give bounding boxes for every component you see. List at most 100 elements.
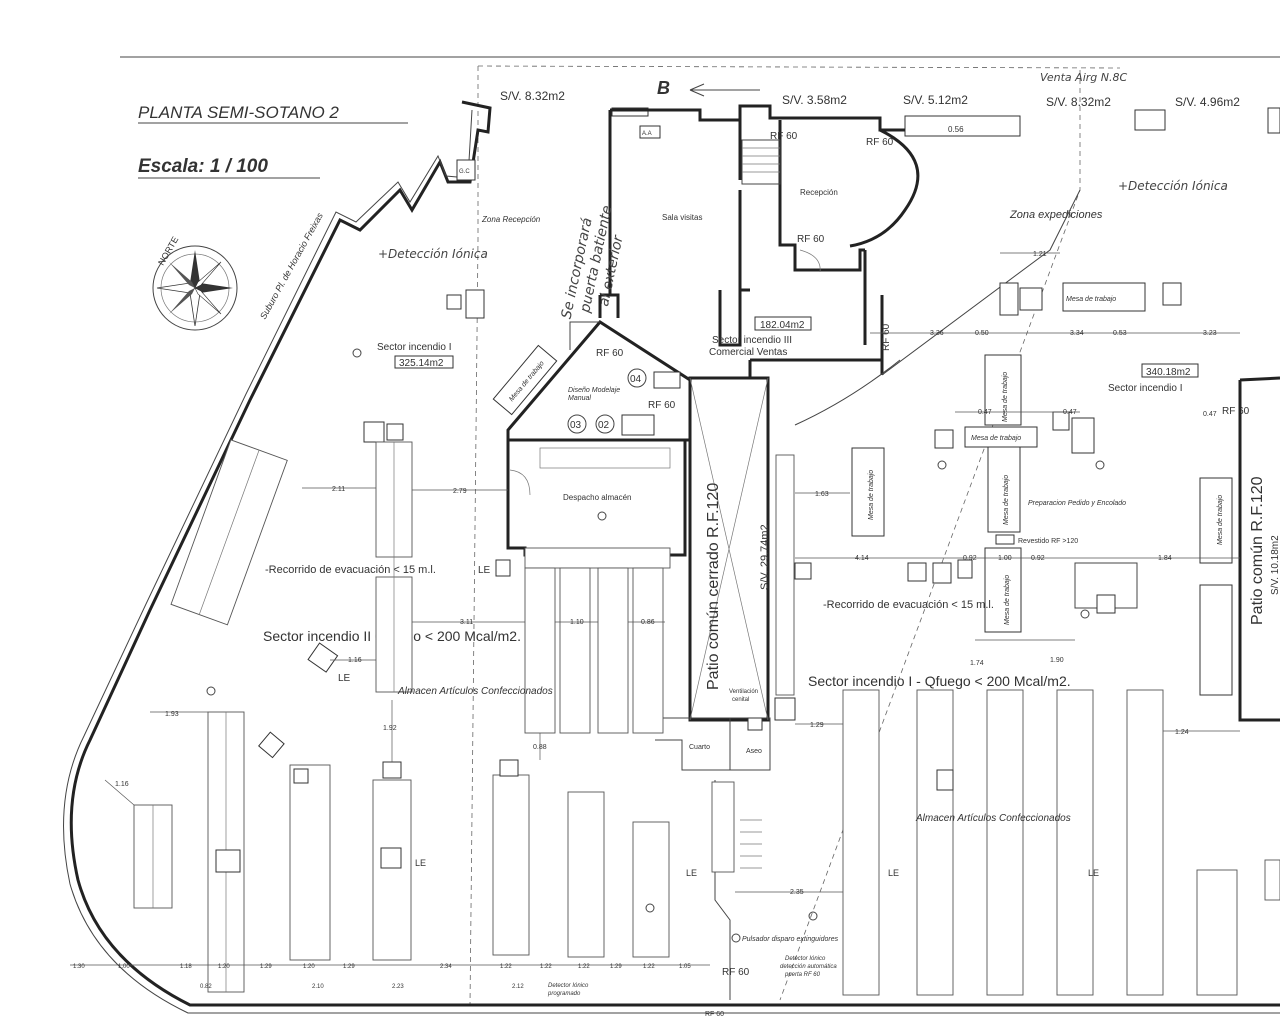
area-label: 182.04m2 xyxy=(760,320,805,331)
zone-expediciones-label: Zona expediciones xyxy=(1009,209,1103,221)
dimension-label: 0.82 xyxy=(200,984,212,990)
wall-sector-iii-right xyxy=(863,250,884,360)
dimension-label: 1.63 xyxy=(815,491,829,498)
rack-column xyxy=(289,764,331,961)
dimension-label: 0.56 xyxy=(948,125,964,134)
room-number-circle xyxy=(595,414,615,434)
rack-column xyxy=(559,567,591,734)
rack-column xyxy=(492,774,530,956)
evacuation-route-label: -Recorrido de evacuación < 15 m.l. xyxy=(265,564,436,576)
aseo-fixture xyxy=(774,697,796,721)
chair-icon xyxy=(386,423,404,441)
sector-label: Sector incendio I xyxy=(1108,383,1183,394)
rf-label: RF 60 xyxy=(596,348,624,359)
aa-unit xyxy=(639,125,661,139)
detector-label: puerta RF 60 xyxy=(784,972,821,978)
le-label: LE xyxy=(686,868,697,878)
dimension-label: 2.12 xyxy=(512,984,524,990)
boundary-left-dashed xyxy=(469,66,479,1006)
aseo-label: Aseo xyxy=(746,748,762,755)
patio-right-label: Patio común R.F.120 xyxy=(1249,476,1266,625)
rack-column xyxy=(597,567,629,734)
sv-label: S/V. 3.58m2 xyxy=(782,93,847,107)
wall-sector-iii-bottom xyxy=(750,358,884,375)
dimension-label: 1.16 xyxy=(348,657,362,664)
sala-visitas-label: Sala visitas xyxy=(662,213,702,222)
gc-box xyxy=(456,159,476,181)
diseno-label: Diseño Modelaje xyxy=(568,387,620,394)
stair-icon xyxy=(740,819,762,869)
stair-icon xyxy=(741,139,781,185)
dimension-label: 1.18 xyxy=(180,964,192,970)
workstation-icon xyxy=(1019,287,1043,311)
dimension-label: 2.10 xyxy=(312,984,324,990)
dimension-label: 2.79 xyxy=(453,488,467,495)
mesa-trabajo: Mesa de trabajo xyxy=(984,547,1022,633)
rack-column xyxy=(986,689,1024,996)
detector-label: detección automática xyxy=(780,964,837,970)
workstation-icon xyxy=(363,421,385,443)
gc-label: G.C xyxy=(459,169,470,175)
dimension-label: 0.47 xyxy=(1203,411,1217,418)
workstation-icon xyxy=(446,289,485,319)
building-outer-wall-inner xyxy=(63,109,1280,1014)
dimension-label: 1.22 xyxy=(643,964,655,970)
fire-extinguisher-icon xyxy=(307,642,339,673)
area-label: 325.14m2 xyxy=(399,358,444,369)
le-label: LE xyxy=(478,565,491,576)
rack-column xyxy=(1196,869,1238,996)
rack-column xyxy=(524,567,556,734)
mesa-trabajo-unlabeled xyxy=(1199,584,1233,696)
dimension-label: 1.90 xyxy=(1050,657,1064,664)
area-box xyxy=(394,355,454,369)
room-number-circle xyxy=(567,414,587,434)
wall-patio-right-curve xyxy=(794,359,901,426)
le-label: LE xyxy=(338,673,351,684)
mesa-trabajo: Mesa de trabajo xyxy=(851,447,885,537)
sector-sub-label: Comercial Ventas xyxy=(709,347,787,358)
diseno-label: Manual xyxy=(568,395,591,402)
mesa-trabajo: Mesa de trabajo xyxy=(987,446,1021,533)
detector-label: Detector Iónico xyxy=(785,956,826,962)
cuarto-label: Cuarto xyxy=(689,744,710,751)
compass-label: NORTE xyxy=(156,235,180,267)
rack-column xyxy=(775,454,795,696)
mesa-trabajo: Mesa de trabajo xyxy=(964,426,1038,448)
mesa-label: Mesa de trabajo xyxy=(1004,575,1011,625)
revestido-box xyxy=(995,534,1015,545)
dimension-label: 1.29 xyxy=(343,964,355,970)
dimension-label: 1.29 xyxy=(610,964,622,970)
ventilacion-label: cenital xyxy=(732,697,749,703)
handwritten-note: Se incorporará puerta batiente al exteri… xyxy=(559,204,627,320)
sv-label: S/V. 8.32m2 xyxy=(500,89,565,103)
rack-diagonal xyxy=(170,439,288,626)
sink-icon xyxy=(621,414,655,436)
le-label: LE xyxy=(415,858,426,868)
window-strip xyxy=(1134,109,1166,131)
dimension-label: 1.22 xyxy=(500,964,512,970)
bottom-dimensions: 1.30 1.00 1.18 1.20 1.29 1.20 1.29 2.34 … xyxy=(73,889,804,990)
street-label: Suburo Pl. de Horacio Freixas xyxy=(258,211,325,321)
dimension-label: 1.05 xyxy=(679,964,691,970)
detector-symbol-icon xyxy=(206,348,1105,921)
dimension-label: 1.16 xyxy=(115,781,129,788)
extinguisher-icon xyxy=(957,559,973,579)
door-swing xyxy=(799,249,821,273)
almacen-label: Almacen Artículos Confeccionados xyxy=(915,813,1071,824)
rack-column xyxy=(916,689,954,996)
zone-recepcion-label: Zona Recepción xyxy=(481,215,541,224)
property-boundary-top xyxy=(477,65,1121,69)
mesa-trabajo: Mesa de trabajo xyxy=(1062,282,1146,312)
le-label: LE xyxy=(1088,868,1099,878)
rack-column xyxy=(1056,689,1094,996)
dimension-label: 1.29 xyxy=(810,722,824,729)
rf-label: RF 60 xyxy=(866,137,894,148)
fire-extinguisher-icon xyxy=(258,731,285,759)
workstation-icon xyxy=(215,849,241,873)
patio-right-sv: S/V. 10.18m2 xyxy=(1270,535,1280,595)
dimension-label: 0.50 xyxy=(975,330,989,337)
mesa-label: Mesa de trabajo xyxy=(1002,372,1009,422)
despacho-shelf xyxy=(539,447,671,469)
dimension-label: 0.92 xyxy=(1031,555,1045,562)
patio-central-sv: S/V. 29.74m2 xyxy=(759,524,771,590)
